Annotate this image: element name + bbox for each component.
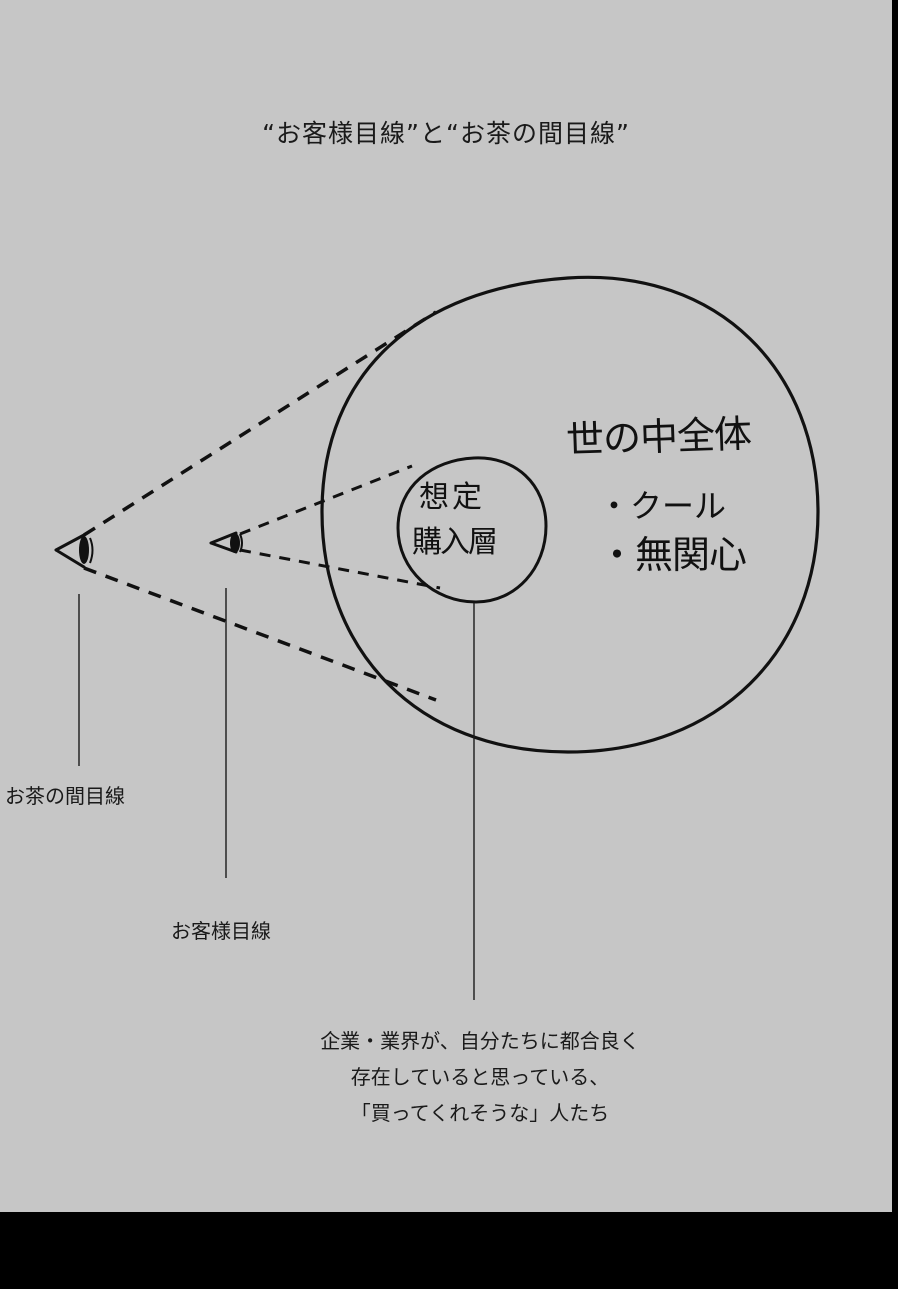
world-item: ・クール — [598, 487, 727, 525]
ocha-sightline-lower — [83, 566, 437, 702]
okyaku-sightline-lower — [239, 548, 441, 590]
description-line: 存在していると思っている、 — [350, 1065, 610, 1089]
okyaku-sightline-upper — [239, 464, 413, 536]
target-label-line: 想定 — [419, 480, 485, 515]
ocha-sightline-upper — [83, 310, 437, 537]
target-circle — [396, 456, 548, 604]
diagram-drawing — [54, 275, 820, 1000]
diagram-title: “お客様目線”と“お茶の間目線” — [262, 119, 630, 148]
target-label-line: 購入層 — [412, 525, 498, 560]
description-line: 「買ってくれそうな」人たち — [350, 1101, 610, 1125]
world-circle — [320, 275, 820, 754]
target-description: 企業・業界が、自分たちに都合良く 存在していると思っている、 「買ってくれそうな… — [270, 1023, 690, 1131]
world-item: ・無関心 — [598, 533, 747, 577]
world-heading: 世の中全体 — [565, 411, 752, 463]
okyakusama-label: お客様目線 — [171, 919, 271, 943]
diagram-canvas: “お客様目線”と“お茶の間目線” 世の中全体 ・クール ・無関心 想定 購入層 … — [0, 0, 892, 1212]
eye-icon — [54, 533, 94, 569]
ocha-no-ma-label: お茶の間目線 — [5, 784, 125, 808]
eye-icon — [209, 531, 243, 554]
description-line: 企業・業界が、自分たちに都合良く — [320, 1029, 640, 1053]
